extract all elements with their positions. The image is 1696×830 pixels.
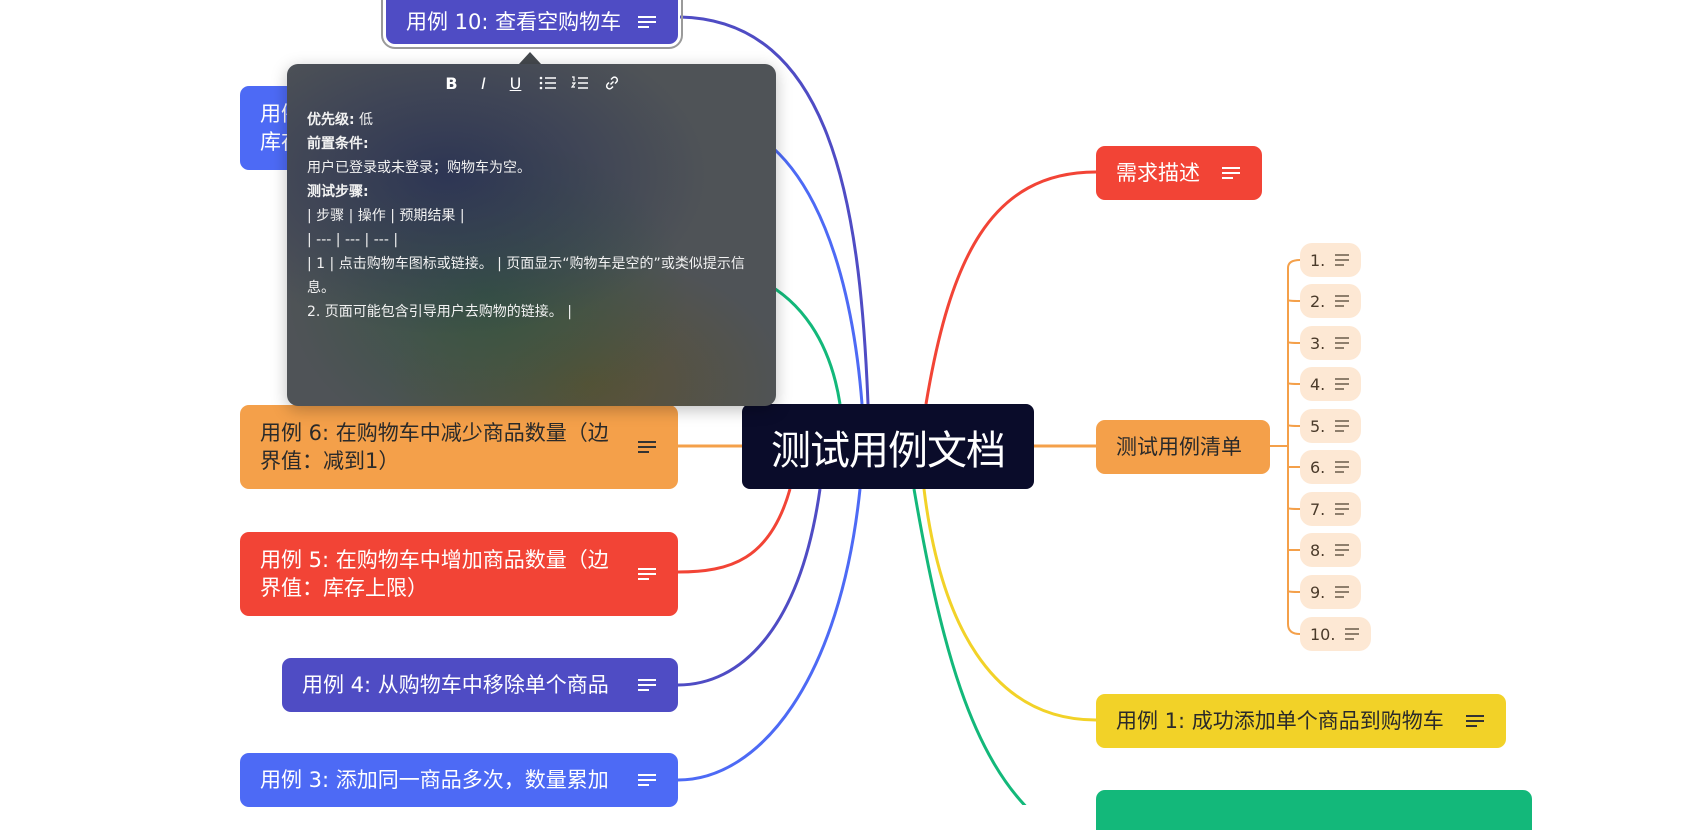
list-leaf-5[interactable]: 5.: [1300, 409, 1362, 443]
node-case-1[interactable]: 用例 1: 成功添加单个商品到购物车: [1096, 694, 1506, 748]
node-label: 用例 6: 在购物车中减少商品数量（边界值：减到1）: [260, 421, 609, 473]
list-leaf-8[interactable]: 8.: [1300, 533, 1362, 567]
node-case-10[interactable]: 用例 10: 查看空购物车: [381, 0, 683, 49]
note-lines-icon[interactable]: [1333, 543, 1351, 557]
note-lines-icon[interactable]: [1333, 585, 1351, 599]
note-lines-icon[interactable]: [636, 566, 658, 582]
mindmap-connectors: [677, 15, 1301, 805]
list-leaf-label: 10.: [1310, 624, 1336, 644]
list-leaf-6[interactable]: 6.: [1300, 450, 1362, 484]
note-toolbar: B I U: [287, 64, 776, 96]
root-label: 测试用例文档: [771, 427, 1006, 474]
note-popup: B I U 优先级: 低 前置条件: 用户已登录或未登录；购物车为空。 测试步骤…: [287, 64, 776, 406]
list-leaf-7[interactable]: 7.: [1300, 492, 1362, 526]
list-leaf-1[interactable]: 1.: [1300, 243, 1362, 277]
table-row-1: | 1 | 点击购物车图标或链接。 | 页面显示“购物车是空的”或类似提示信息。: [307, 256, 745, 296]
steps-label: 测试步骤:: [307, 184, 369, 200]
note-lines-icon[interactable]: [1333, 336, 1351, 350]
link-icon[interactable]: [601, 72, 623, 94]
list-leaf-label: 6.: [1310, 457, 1326, 477]
note-lines-icon[interactable]: [1333, 419, 1351, 433]
list-leaf-label: 2.: [1310, 291, 1326, 311]
list-leaf-3[interactable]: 3.: [1300, 326, 1362, 360]
node-label: 用例 10: 查看空购物车: [406, 10, 622, 34]
underline-icon[interactable]: U: [509, 73, 522, 93]
note-lines-icon[interactable]: [636, 14, 658, 30]
priority-label: 优先级:: [307, 112, 355, 128]
list-leaf-label: 1.: [1310, 250, 1326, 270]
node-label: 测试用例清单: [1116, 435, 1242, 459]
note-popup-caret: [519, 52, 541, 64]
table-separator: | --- | --- | --- |: [307, 232, 399, 248]
priority-value: 低: [354, 112, 374, 128]
precondition-value: 用户已登录或未登录；购物车为空。: [307, 160, 531, 176]
list-leaf-label: 4.: [1310, 374, 1326, 394]
node-testcase-list[interactable]: 测试用例清单: [1096, 420, 1270, 474]
node-case-2-partial[interactable]: [1096, 790, 1532, 830]
list-leaf-2[interactable]: 2.: [1300, 284, 1362, 318]
italic-icon[interactable]: I: [481, 73, 486, 93]
note-lines-icon[interactable]: [1464, 713, 1486, 729]
node-label: 需求描述: [1116, 161, 1200, 185]
note-lines-icon[interactable]: [636, 439, 658, 455]
list-leaf-label: 8.: [1310, 540, 1326, 560]
node-label: 用例 3: 添加同一商品多次，数量累加: [260, 768, 609, 792]
note-lines-icon[interactable]: [1333, 502, 1351, 516]
numbered-list-icon[interactable]: [569, 72, 591, 94]
note-lines-icon[interactable]: [1333, 377, 1351, 391]
bold-icon[interactable]: B: [445, 73, 458, 93]
node-case-5[interactable]: 用例 5: 在购物车中增加商品数量（边界值：库存上限）: [240, 532, 678, 616]
precondition-label: 前置条件:: [307, 136, 369, 152]
list-leaf-10[interactable]: 10.: [1300, 617, 1372, 651]
note-lines-icon[interactable]: [636, 677, 658, 693]
note-lines-icon[interactable]: [1343, 627, 1361, 641]
node-case-6[interactable]: 用例 6: 在购物车中减少商品数量（边界值：减到1）: [240, 405, 678, 489]
bullet-list-icon[interactable]: [537, 72, 559, 94]
list-leaf-label: 3.: [1310, 333, 1326, 353]
node-label: 用例 1: 成功添加单个商品到购物车: [1116, 709, 1444, 733]
note-content[interactable]: 优先级: 低 前置条件: 用户已登录或未登录；购物车为空。 测试步骤: | 步骤…: [287, 96, 776, 324]
node-case-4[interactable]: 用例 4: 从购物车中移除单个商品: [282, 658, 678, 712]
node-case-3[interactable]: 用例 3: 添加同一商品多次，数量累加: [240, 753, 678, 807]
list-leaf-9[interactable]: 9.: [1300, 575, 1362, 609]
list-leaf-label: 5.: [1310, 416, 1326, 436]
note-lines-icon[interactable]: [636, 772, 658, 788]
node-requirements[interactable]: 需求描述: [1096, 146, 1262, 200]
node-label: 用例 5: 在购物车中增加商品数量（边界值：库存上限）: [260, 548, 609, 600]
list-leaf-label: 7.: [1310, 499, 1326, 519]
note-lines-icon[interactable]: [1220, 165, 1242, 181]
root-node[interactable]: 测试用例文档: [742, 404, 1034, 489]
list-leaf-4[interactable]: 4.: [1300, 367, 1362, 401]
node-label: 用例 4: 从购物车中移除单个商品: [302, 673, 609, 697]
note-lines-icon[interactable]: [1333, 294, 1351, 308]
note-lines-icon[interactable]: [1333, 460, 1351, 474]
list-leaf-label: 9.: [1310, 582, 1326, 602]
table-row-2: 2. 页面可能包含引导用户去购物的链接。 |: [307, 304, 572, 320]
table-header: | 步骤 | 操作 | 预期结果 |: [307, 208, 465, 224]
note-lines-icon[interactable]: [1333, 253, 1351, 267]
